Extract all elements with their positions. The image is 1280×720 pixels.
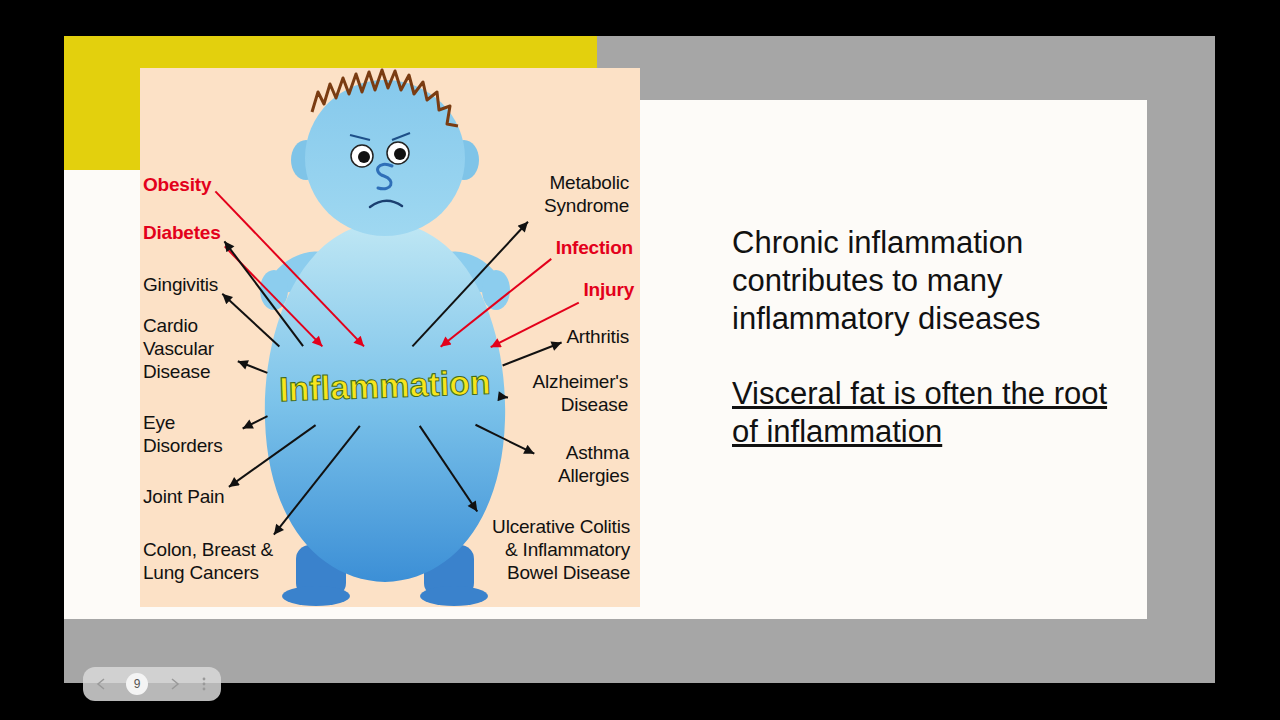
condition-label: Colon, Breast & Lung Cancers [143,539,293,585]
page-number: 9 [126,673,148,695]
label-text: Inflammation [279,363,492,409]
eye [351,145,373,167]
label-text: Gingivitis [143,274,218,297]
pupil [358,151,370,163]
condition-label: Obesity [143,174,211,197]
label-text: Injury [583,279,634,302]
foot [282,586,350,606]
picture-ground [140,68,640,607]
condition-label: Alzheimer's Disease [513,371,628,417]
label-text: Ulcerative Colitis & Inflammatory Bowel … [478,516,630,584]
menu-dot [203,678,206,681]
arrow-connector [476,425,535,454]
label-text: Infection [556,237,633,260]
label-text: Alzheimer's Disease [513,371,628,417]
arrow-connector [503,342,562,365]
next-icon [172,679,178,689]
eye [387,142,409,164]
condition-label: Metabolic Syndrome [524,172,629,218]
arrow-connector [238,361,268,373]
mouth [370,201,402,207]
arrow-connector [503,396,508,399]
label-text: Arthritis [566,326,629,349]
condition-label: Arthritis [566,326,629,349]
foot [420,586,488,606]
label-text: Eye Disorders [143,412,238,458]
arrow-connector [274,426,360,535]
label-text: Diabetes [143,222,221,245]
slide-frame [64,36,1215,683]
hair [312,70,458,126]
arrow-connector [491,303,579,348]
condition-label: Cardio Vascular Disease [143,315,233,383]
condition-label: Injury [583,279,634,302]
menu-dot [203,688,206,691]
condition-label: Asthma Allergies [539,442,629,488]
condition-label: Eye Disorders [143,412,238,458]
head [305,80,465,236]
condition-label: Joint Pain [143,486,224,509]
label-text: Joint Pain [143,486,224,509]
eyebrow [392,133,410,140]
condition-label: Infection [556,237,633,260]
arrow-connector [222,294,279,347]
nav-bar [83,667,221,701]
arrow-connector [420,426,478,512]
hand [260,270,288,310]
nose [378,164,392,188]
label-text: Cardio Vascular Disease [143,315,233,383]
arrow-connector [243,416,268,428]
condition-label: Diabetes [143,222,221,245]
arrow-connector [412,222,528,347]
label-text: Colon, Breast & Lung Cancers [143,539,293,585]
label-text: Obesity [143,174,211,197]
arrow-connector [441,259,552,347]
menu-dot [203,683,206,686]
body [265,222,505,582]
condition-label: Ulcerative Colitis & Inflammatory Bowel … [478,516,630,584]
prev-icon [98,679,104,689]
slide-statement: Chronic inflammation contributes to many… [732,224,1122,337]
arrow-connector [224,241,303,346]
condition-label: Gingivitis [143,274,218,297]
slide-key-point: Visceral fat is often the root of inflam… [732,375,1122,451]
label-text: Metabolic Syndrome [524,172,629,218]
center-label: Inflammation [272,351,498,422]
pupil [394,148,406,160]
page-dot [126,673,148,695]
label-text: Asthma Allergies [539,442,629,488]
arrow-connector [215,191,364,346]
arrow-connector [229,425,316,487]
eyebrow [350,135,370,140]
